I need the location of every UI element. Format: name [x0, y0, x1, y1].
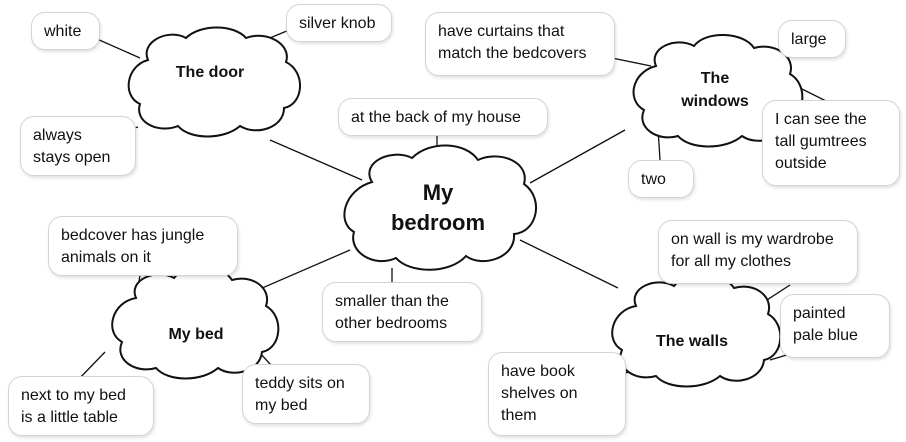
note-white: white — [31, 12, 100, 50]
connector-center-walls — [519, 239, 619, 289]
center-topic-label: My bedroom — [390, 180, 486, 235]
note-curtains: have curtains that match the bedcovers — [425, 12, 615, 76]
connector-windows-curtains — [611, 57, 652, 67]
note-smaller: smaller than the other bedrooms — [322, 282, 482, 342]
note-wardrobe: on wall is my wardrobe for all my clothe… — [658, 220, 858, 284]
note-silver-knob: silver knob — [286, 4, 392, 42]
walls-cloud — [611, 273, 782, 388]
note-two: two — [628, 160, 694, 198]
note-gumtrees: I can see the tall gumtrees outside — [762, 100, 900, 186]
note-little-table: next to my bed is a little table — [8, 376, 154, 436]
door-cloud — [127, 26, 301, 138]
center-cloud — [343, 144, 538, 271]
windows-topic-label: The windows — [681, 70, 749, 110]
note-teddy: teddy sits on my bed — [242, 364, 370, 424]
connector-center-windows — [529, 129, 626, 184]
connector-center-door — [269, 139, 363, 181]
note-back-of-house: at the back of my house — [338, 98, 548, 136]
bed-topic-label: My bed — [168, 326, 224, 343]
note-book-shelves: have book shelves on them — [488, 352, 626, 436]
bed-cloud — [111, 265, 280, 380]
note-pale-blue: painted pale blue — [780, 294, 890, 358]
door-topic-label: The door — [175, 64, 245, 81]
note-always-open: always stays open — [20, 116, 136, 176]
note-jungle: bedcover has jungle animals on it — [48, 216, 238, 276]
note-large: large — [778, 20, 846, 58]
walls-topic-label: The walls — [655, 333, 729, 350]
